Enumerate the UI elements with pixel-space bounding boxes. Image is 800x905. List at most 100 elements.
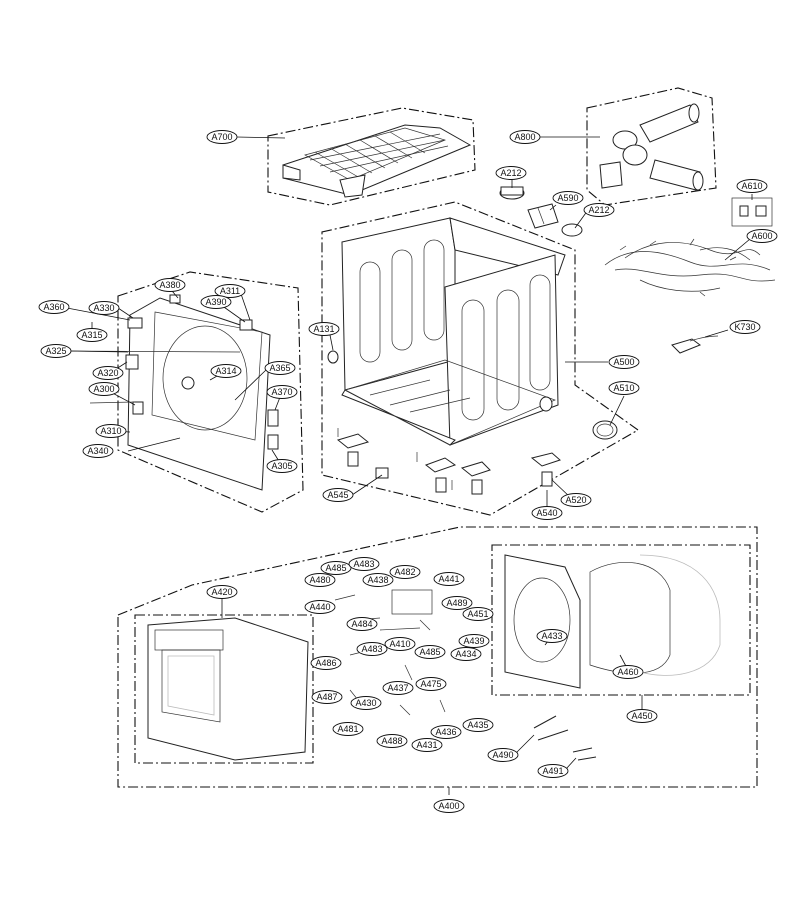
callout-a545: A545 [322,488,354,502]
callout-text: A481 [337,724,358,734]
screws [533,715,597,761]
callout-oval [462,718,494,732]
callout-oval [348,557,380,571]
callout-a485a: A485 [320,561,352,575]
callout-oval [304,573,336,587]
callout-a500: A500 [608,355,640,369]
a610-part [739,205,749,217]
callout-text: A310 [100,426,121,436]
cabinet-part [341,217,566,446]
group-front-panel [117,271,304,513]
callout-a436: A436 [430,725,462,739]
callout-text: A320 [97,368,118,378]
leg-parts [336,428,561,495]
callout-oval [531,506,563,520]
group-door-inner [491,544,751,696]
callout-oval [95,424,127,438]
callout-a131: A131 [308,322,340,336]
callout-text: A489 [446,598,467,608]
callout-text: A212 [588,205,609,215]
callout-text: A500 [613,357,634,367]
group-door-outer [134,614,314,764]
callout-a439: A439 [458,634,490,648]
callout-a400: A400 [433,799,465,813]
callout-text: A487 [316,692,337,702]
callout-a311: A311 [214,284,246,298]
callout-a489: A489 [441,596,473,610]
callout-text: A436 [435,727,456,737]
inner-door-panel [504,554,721,689]
callout-a340: A340 [82,444,114,458]
callout-a212b: A212 [583,203,615,217]
callout-oval [430,725,462,739]
top-cover-part [282,124,472,198]
callout-text: A460 [617,667,638,677]
callout-oval [346,617,378,631]
callout-a451: A451 [462,607,494,621]
callout-oval [214,284,246,298]
group-cabinet [321,201,640,516]
callout-text: A380 [159,280,180,290]
callout-text: A440 [309,602,330,612]
callout-text: A305 [271,461,292,471]
callout-a314: A314 [210,364,242,378]
callout-a487: A487 [311,690,343,704]
callout-a310: A310 [95,424,127,438]
callout-oval [40,344,72,358]
callout-text: A482 [394,567,415,577]
callout-a481: A481 [332,722,364,736]
callout-oval [266,385,298,399]
callout-text: A800 [514,132,535,142]
callout-oval [458,634,490,648]
callout-a490: A490 [487,748,519,762]
callout-oval [441,596,473,610]
callout-oval [384,637,416,651]
callout-text: A485 [419,647,440,657]
callout-a441: A441 [433,572,465,586]
callout-a433: A433 [536,629,568,643]
a510-ring [592,420,618,440]
callout-oval [322,488,354,502]
outer-door-panel [147,617,309,761]
callout-text: A311 [220,286,240,296]
callout-a325: A325 [40,344,72,358]
callout-a590: A590 [552,191,584,205]
callout-oval [612,665,644,679]
callout-text: A520 [565,495,586,505]
group-duct [586,87,717,206]
callout-a431: A431 [411,738,443,752]
callout-a483b: A483 [356,642,388,656]
callout-oval [626,709,658,723]
callout-oval [433,572,465,586]
callout-text: A434 [455,649,476,659]
callout-a540: A540 [531,506,563,520]
callout-a390: A390 [200,295,232,309]
callout-text: A450 [631,711,652,721]
callout-oval [376,734,408,748]
callout-oval [382,681,414,695]
callout-oval [264,361,296,375]
a212-part-bottom [561,223,583,237]
callout-text: A315 [81,330,102,340]
callout-oval [320,561,352,575]
callout-oval [311,690,343,704]
callout-oval [560,493,592,507]
a610-part-2 [755,205,767,217]
callout-a486: A486 [310,656,342,670]
callout-text: A435 [467,720,488,730]
callout-oval [332,722,364,736]
callout-text: A491 [542,766,563,776]
callout-text: A131 [313,324,334,334]
callout-text: A540 [536,508,557,518]
callout-text: A438 [367,575,388,585]
callout-a440: A440 [304,600,336,614]
callout-oval [583,203,615,217]
callout-text: A483 [353,559,374,569]
callout-oval [552,191,584,205]
callout-a360: A360 [38,300,70,314]
callout-text: A441 [438,574,459,584]
callout-oval [414,645,446,659]
callout-text: A433 [541,631,562,641]
callout-oval [487,748,519,762]
